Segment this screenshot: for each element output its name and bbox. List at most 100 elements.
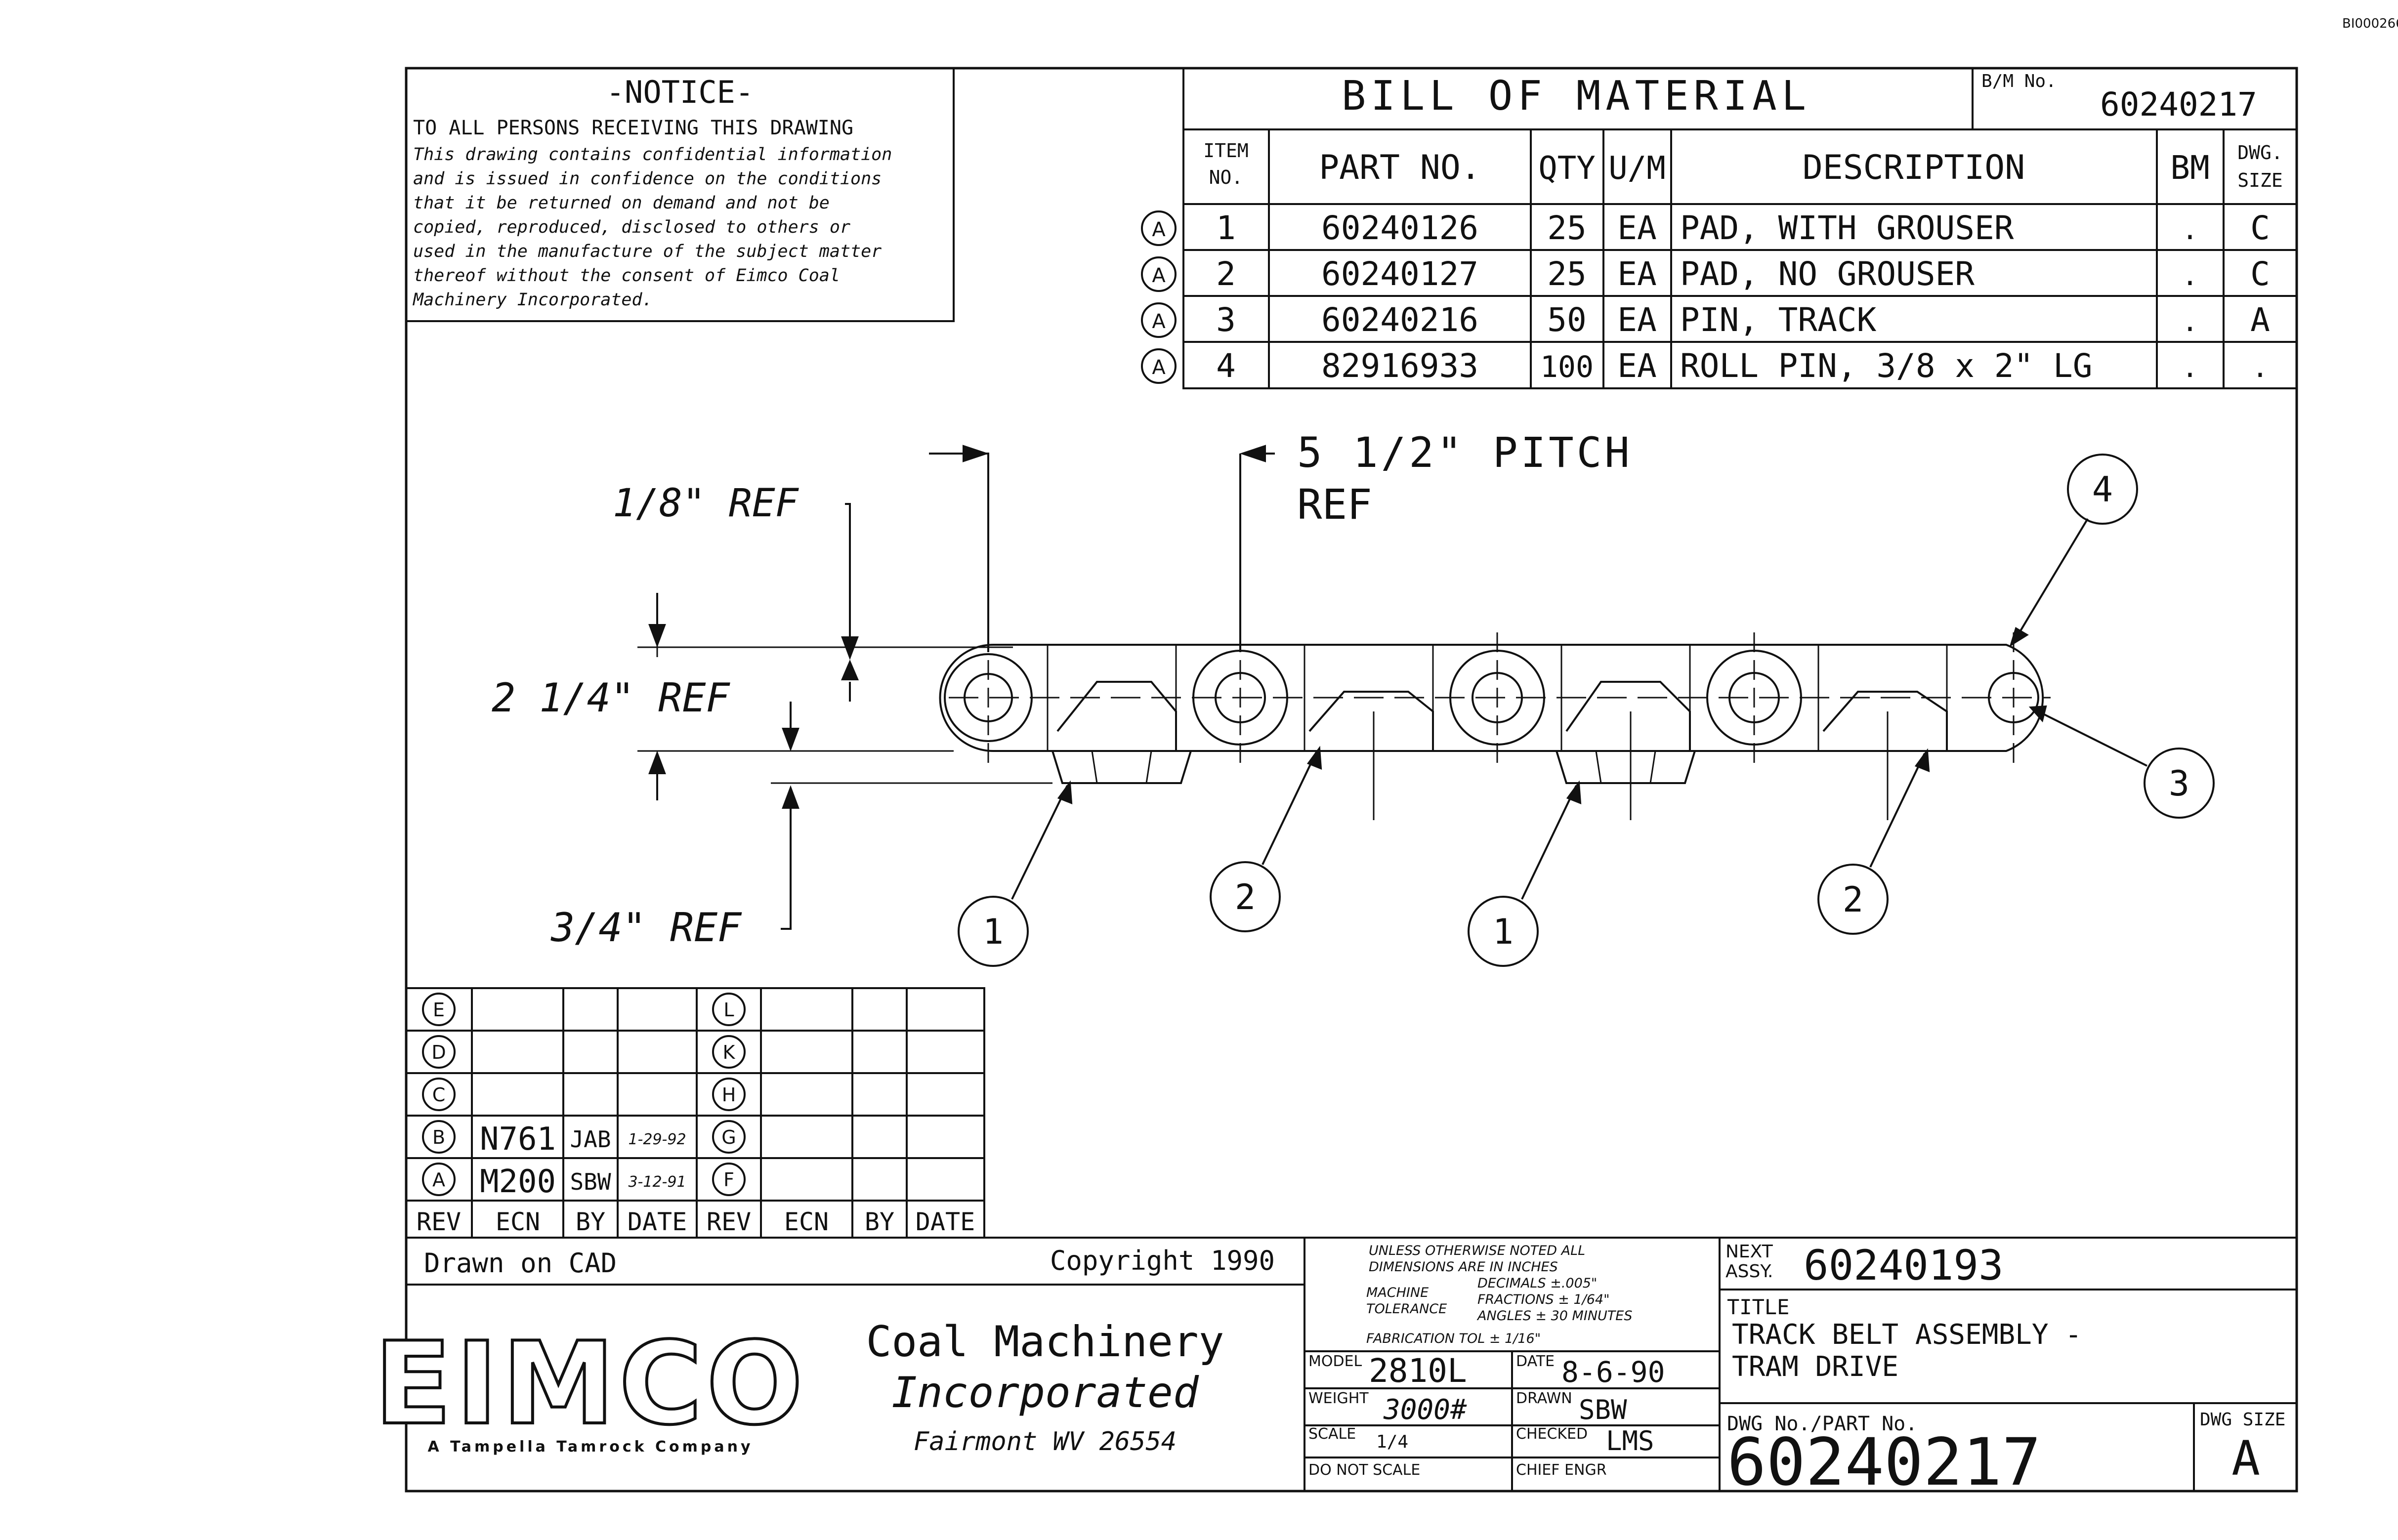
pin-centerline (987, 632, 2015, 766)
bom-item-no: 1 (1216, 209, 1236, 247)
dwg-no-label: DWG No./PART No. (1727, 1413, 1917, 1435)
corner-code: BI000266 (2342, 16, 2398, 31)
leader-arrow (1306, 746, 1322, 770)
machine-tolerance-label: MACHINE (1366, 1285, 1429, 1300)
leader-line (2013, 518, 2089, 643)
rev-circle (712, 1120, 746, 1154)
rev-marker-label: A (1152, 310, 1166, 333)
title-line-1: TRACK BELT ASSEMBLY - (1732, 1319, 2082, 1351)
chief-engr-label: CHIEF ENGR (1516, 1461, 1607, 1479)
leader-line (1521, 785, 1577, 900)
leader-arrow (1057, 780, 1073, 805)
bom-bm: . (2182, 306, 2198, 338)
tagline: A Tampella Tamrock Company (427, 1438, 753, 1456)
bom-qty: 50 (1547, 301, 1586, 339)
balloon (1468, 896, 1539, 967)
header-item-no: NO. (1209, 166, 1243, 188)
bom-title: BILL OF MATERIAL (1342, 73, 1811, 120)
bom-qty: 100 (1540, 350, 1594, 384)
machine-tolerance-label: TOLERANCE (1366, 1301, 1447, 1317)
pad-profile (1056, 681, 1177, 751)
grouser-detail (1091, 750, 1656, 784)
rev-header: DATE (628, 1207, 687, 1236)
bom-um: EA (1617, 347, 1656, 385)
dim-eighth-ref: 1/8" REF (613, 481, 799, 526)
bom-frame (1182, 67, 2298, 389)
dimension-arrow (963, 445, 989, 462)
bom-dwg-size: C (2250, 255, 2270, 293)
notice-line: used in the manufacture of the subject m… (413, 242, 882, 261)
balloon (958, 896, 1029, 967)
drawn-on: Drawn on CAD (424, 1248, 617, 1279)
rev-ecn: N761 (480, 1121, 556, 1158)
balloon-label: 2 (1843, 879, 1863, 920)
weight-value: 3000# (1383, 1394, 1467, 1426)
leader-line (1011, 785, 1068, 900)
bom-description: PAD, NO GROUSER (1680, 255, 1975, 293)
bom-part-no: 60240216 (1321, 301, 1478, 339)
header-size: SIZE (2237, 169, 2283, 191)
leader-line (2033, 708, 2147, 767)
next-assy-label: ASSY. (1725, 1261, 1773, 1282)
rev-header: BY (576, 1207, 605, 1236)
copyright: Copyright 1990 (1050, 1245, 1275, 1276)
header-qty: QTY (1538, 150, 1596, 187)
drawn-value: SBW (1579, 1394, 1627, 1425)
rev-marker (1141, 348, 1177, 384)
bom-row: A 4 82916933 100 EA ROLL PIN, 3/8 x 2" L… (1141, 347, 2269, 385)
title-label: TITLE (1727, 1295, 1789, 1319)
rev-circle (422, 1035, 456, 1069)
bom-item-no: 2 (1216, 255, 1236, 293)
grouser (1052, 750, 1192, 784)
tolerance-note: FRACTIONS ± 1/64" (1477, 1292, 1610, 1307)
bom-number-label: B/M No. (1981, 71, 2057, 91)
rev-header: BY (865, 1207, 894, 1236)
balloon-label: 4 (2092, 469, 2113, 510)
next-assy-value: 60240193 (1804, 1241, 2004, 1290)
rev-marker-label: A (1152, 356, 1166, 379)
header-description: DESCRIPTION (1803, 148, 2025, 187)
do-not-scale: DO NOT SCALE (1308, 1461, 1420, 1479)
revision-block (405, 987, 985, 1239)
bom-um: EA (1617, 255, 1656, 293)
rev-letter: G (721, 1126, 736, 1148)
rev-ecn: M200 (480, 1164, 556, 1200)
bom-dwg-size: A (2250, 301, 2270, 339)
pad-profile (1308, 691, 1434, 751)
dwg-no-value: 60240217 (1727, 1424, 2041, 1500)
balloon (2144, 748, 2215, 819)
header-um: U/M (1608, 150, 1666, 187)
header-item: ITEM (1203, 140, 1249, 162)
bom-bm: . (2182, 260, 2198, 292)
leader-line (1869, 753, 1926, 868)
leader-arrow (1566, 780, 1582, 805)
rev-marker (1141, 302, 1177, 338)
dwg-size-value: A (2231, 1431, 2260, 1486)
dimension-line (845, 503, 851, 702)
grouser (1556, 750, 1696, 784)
date-value: 8-6-90 (1561, 1355, 1665, 1389)
dim-two-quarter-ref: 2 1/4" REF (492, 675, 730, 721)
center-mark (1373, 711, 1889, 820)
balloon (1210, 861, 1281, 932)
model-label: MODEL (1308, 1353, 1362, 1370)
rev-marker-label: A (1152, 264, 1166, 287)
checked-label: CHECKED (1516, 1425, 1588, 1443)
bom-description: ROLL PIN, 3/8 x 2" LG (1680, 347, 2092, 385)
rev-letter: A (432, 1169, 445, 1191)
balloon-label: 3 (2169, 763, 2189, 804)
header-part-no: PART NO. (1319, 148, 1481, 187)
balloon (1817, 864, 1889, 935)
notice-frame (405, 67, 955, 322)
model-value: 2810L (1369, 1352, 1467, 1390)
bom-item-no: 3 (1216, 301, 1236, 339)
notice-title: -NOTICE- (606, 74, 754, 110)
rev-circle (422, 1120, 456, 1154)
dimension-arrow (648, 624, 666, 648)
leader-line (1262, 750, 1318, 865)
rev-by: JAB (570, 1126, 611, 1153)
dimension-arrow (841, 636, 859, 680)
next-assy-label: NEXT (1725, 1242, 1773, 1262)
rev-marker (1141, 210, 1177, 246)
